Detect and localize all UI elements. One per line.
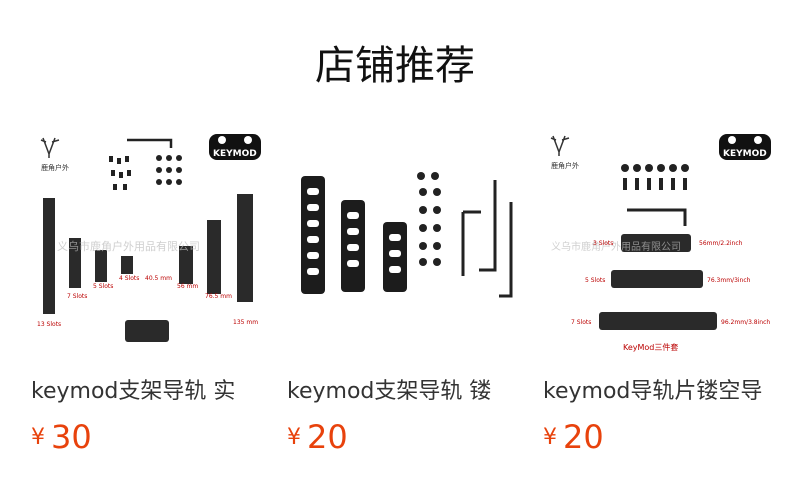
rail-slots-label: 5 Slots xyxy=(585,277,605,284)
keymod-logo-text: KEYMOD xyxy=(723,149,767,159)
product-price: ¥20 xyxy=(287,418,348,458)
brand-logo-text: 鹿角户外 xyxy=(551,161,579,170)
image-label: 56 mm xyxy=(177,283,198,290)
image-label: 135 mm xyxy=(233,319,258,326)
keymod-logo-icon: KEYMOD xyxy=(719,134,771,160)
product-image-2[interactable] xyxy=(287,128,527,360)
brand-logo-text: 鹿角户外 xyxy=(41,163,69,172)
product-name[interactable]: keymod导轨片镂空导 xyxy=(543,379,763,404)
price-value: 20 xyxy=(307,418,348,456)
rail-slots-label: 7 Slots xyxy=(571,319,591,326)
image-label: 7 Slots xyxy=(67,293,87,300)
keymod-logo-icon: KEYMOD xyxy=(209,134,261,160)
price-value: 20 xyxy=(563,418,604,456)
currency-symbol: ¥ xyxy=(287,425,301,450)
rail-length-label: 76.3mm/3inch xyxy=(707,277,751,284)
image-caption: KeyMod三件套 xyxy=(623,342,678,352)
currency-symbol: ¥ xyxy=(31,425,45,450)
product-name[interactable]: keymod支架导轨 实 xyxy=(31,379,236,404)
product-card-2[interactable]: keymod支架导轨 镂 ¥20 xyxy=(287,128,527,468)
rail-length-label: 56mm/2.2inch xyxy=(699,240,743,247)
product-card-3[interactable]: 鹿角户外 KEYMOD 义乌市鹿角户外用品有限公司 3 Slots 56mm/2… xyxy=(543,128,790,468)
image-label: 76.5 mm xyxy=(205,293,232,300)
antler-logo-icon xyxy=(550,135,570,156)
product-price: ¥30 xyxy=(31,418,92,458)
image-label: 5 Slots xyxy=(93,283,113,290)
image-label: 40.5 mm xyxy=(145,275,172,282)
product-name[interactable]: keymod支架导轨 镂 xyxy=(287,379,492,404)
antler-logo-icon xyxy=(40,137,60,158)
product-image-3[interactable]: 鹿角户外 KEYMOD 义乌市鹿角户外用品有限公司 3 Slots 56mm/2… xyxy=(543,128,779,360)
price-value: 30 xyxy=(51,418,92,456)
image-label: 4 Slots xyxy=(119,275,139,282)
section-title: 店铺推荐 xyxy=(315,43,475,89)
currency-symbol: ¥ xyxy=(543,425,557,450)
rail-length-label: 96.2mm/3.8inch xyxy=(721,319,770,326)
keymod-logo-text: KEYMOD xyxy=(213,149,257,159)
product-price: ¥20 xyxy=(543,418,604,458)
product-image-1[interactable]: 鹿角户外 KEYMOD xyxy=(31,128,271,360)
rail-slots-label: 3 Slots xyxy=(593,240,613,247)
image-label: 13 Slots xyxy=(37,321,61,328)
watermark-text: 义乌市鹿角户外用品有限公司 xyxy=(57,239,200,253)
product-card-1[interactable]: 鹿角户外 KEYMOD xyxy=(31,128,271,468)
watermark-text: 义乌市鹿角户外用品有限公司 xyxy=(551,240,681,253)
